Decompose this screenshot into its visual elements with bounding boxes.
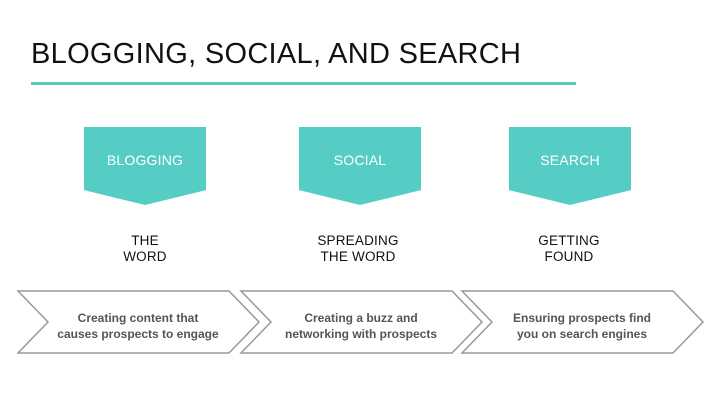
social-header-shape: SOCIAL [299, 127, 421, 205]
process-chevrons [16, 290, 705, 354]
blogging-chevron [16, 290, 261, 354]
search-description-line-2: you on search engines [516, 327, 648, 341]
social-description-line-1: Creating a buzz and [304, 311, 418, 325]
social-caption-line-2: THE WORD [320, 249, 396, 264]
blogging-caption: THE WORD [75, 233, 215, 265]
search-caption-line-1: GETTING [538, 233, 600, 248]
blogging-description: Creating content that causes prospects t… [38, 310, 238, 342]
blogging-description-line-2: causes prospects to engage [57, 327, 219, 341]
search-header-label: SEARCH [540, 152, 600, 168]
social-caption: SPREADING THE WORD [288, 233, 428, 265]
search-caption: GETTING FOUND [499, 233, 639, 265]
blogging-description-line-1: Creating content that [77, 311, 199, 325]
search-chevron [460, 290, 705, 354]
blogging-header-shape: BLOGGING [84, 127, 206, 205]
social-header-label: SOCIAL [333, 152, 387, 168]
social-caption-line-1: SPREADING [317, 233, 399, 248]
search-caption-line-2: FOUND [544, 249, 594, 264]
blogging-header-label: BLOGGING [106, 152, 184, 168]
search-header-shape: SEARCH [509, 127, 631, 205]
title-underline [31, 82, 576, 85]
blogging-caption-line-2: WORD [123, 249, 167, 264]
search-description-line-1: Ensuring prospects find [512, 311, 651, 325]
social-description: Creating a buzz and networking with pros… [261, 310, 461, 342]
social-chevron [239, 290, 484, 354]
search-description: Ensuring prospects find you on search en… [482, 310, 682, 342]
social-description-line-2: networking with prospects [284, 327, 437, 341]
blogging-caption-line-1: THE [131, 233, 159, 248]
slide-title: BLOGGING, SOCIAL, AND SEARCH [31, 38, 522, 70]
